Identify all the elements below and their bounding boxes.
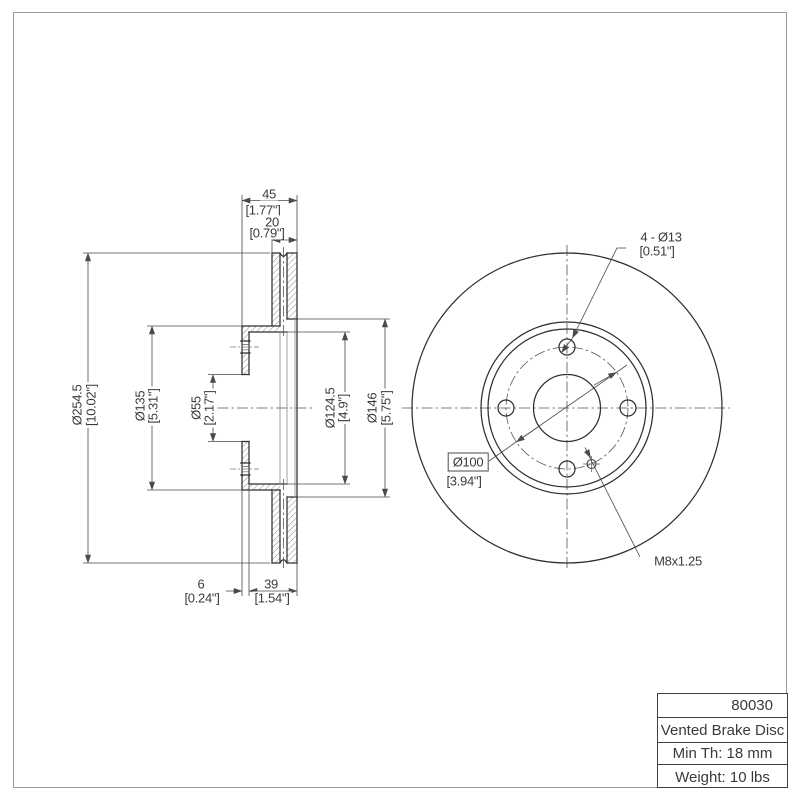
dim-width-plates-in: [0.79"] [247,225,287,241]
label-bolt-holes-line2: [0.51"] [637,243,677,259]
bolt-circle [505,346,629,470]
dim-outer-dia-mm: Ø254.5 [69,382,85,428]
dim-flange-th-in: [0.24"] [182,590,222,606]
bolt-hole-bottom [558,460,576,478]
front-centerlines [402,245,730,570]
dim-vent-dia-in: [4.9"] [335,391,351,425]
center-bore-circle [532,373,602,443]
dim-outer-dia-in: [10.02"] [83,382,99,428]
bolt-hole-left [497,399,515,417]
title-block: 80030 Vented Brake Disc Min Th: 18 mm We… [657,693,788,788]
bolt-circle-diameter-line [488,364,628,462]
dim-flange-th-mm: 6 [195,576,207,592]
leader-lines [488,247,641,558]
part-description: Vented Brake Disc [660,721,785,739]
thread-ticks [241,344,250,473]
dim-width-total-mm: 45 [260,186,278,202]
label-bolt-circle-dia: Ø100 [447,452,489,472]
part-weight: Weight: 10 lbs [675,768,770,786]
title-row-description: Vented Brake Disc [658,718,787,743]
section-view [198,247,312,569]
label-bolt-holes-line1: 4 - Ø13 [638,229,684,245]
dim-bore-dia-in: [2.17"] [201,388,217,428]
section-centerlines [198,247,312,569]
m8-hole-cross [583,456,600,472]
part-number: 80030 [731,697,773,714]
dim-hat-depth-in: [1.54"] [252,590,292,606]
dim-step-dia-in: [5.75"] [378,388,394,428]
min-thickness: Min Th: 18 mm [672,745,773,762]
section-hatch [242,253,297,563]
hat-diameter-circle [487,328,647,488]
title-row-part-number: 80030 [658,694,787,718]
outer-diameter-circle [411,252,723,564]
bolt-holes-leader [572,247,626,339]
label-thread-spec: M8x1.25 [652,553,704,569]
dim-hat-dia-in: [5.31"] [145,386,161,426]
dim-width-total-in: [1.77"] [243,202,283,218]
label-bolt-circle-in: [3.94"] [444,473,484,489]
bolt-hole-right [619,399,637,417]
flange-hole-centerlines [230,346,259,470]
dim-step-dia-mm: Ø146 [364,390,380,426]
bolt-hole-top [558,338,576,356]
step-diameter-circle [480,321,654,495]
page-frame [13,12,787,788]
title-row-min-thickness: Min Th: 18 mm [658,743,787,765]
thread-leader [585,449,641,558]
bolt-holes-leader-tip [561,337,573,353]
dim-hat-depth-mm: 39 [262,576,280,592]
front-circles [411,252,723,564]
front-view [402,245,730,570]
title-row-weight: Weight: 10 lbs [658,765,787,789]
dim-width-plates-mm: 20 [263,214,281,230]
